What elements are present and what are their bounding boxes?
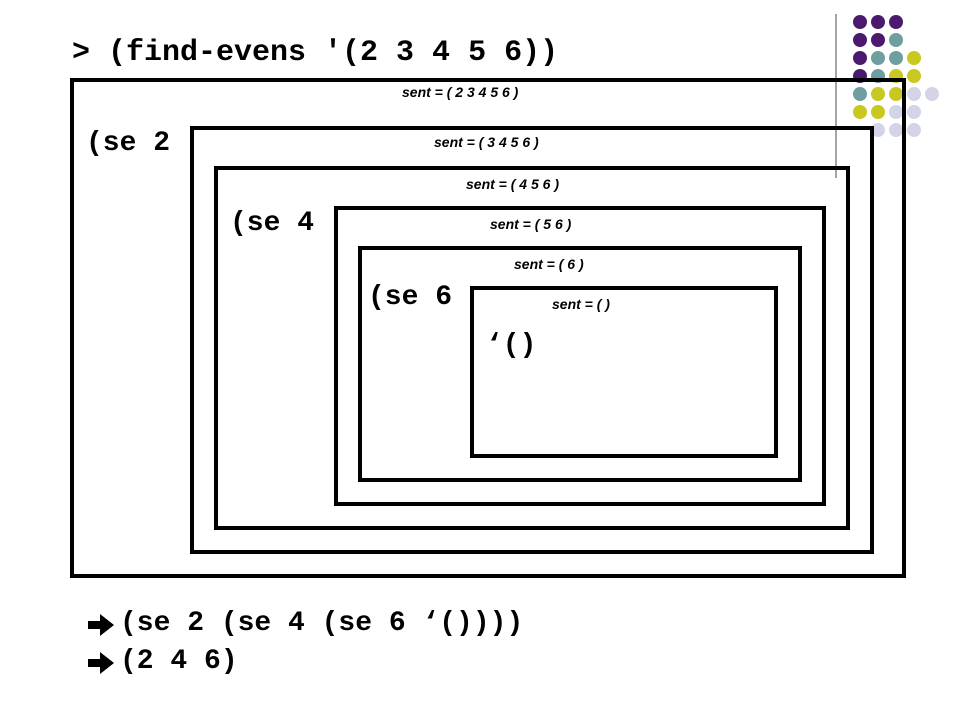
decorative-dot xyxy=(853,15,867,29)
frame-4-sent-label: sent = ( 5 6 ) xyxy=(490,216,572,232)
decorative-dot xyxy=(907,105,921,119)
frame-6-box xyxy=(470,286,778,458)
frame-3-sent-label: sent = ( 4 5 6 ) xyxy=(466,176,559,192)
frame-3-call: (se 4 xyxy=(230,208,315,239)
decorative-dot xyxy=(871,51,885,65)
frame-4-box xyxy=(334,206,826,506)
decorative-dot xyxy=(907,69,921,83)
frame-5-call: (se 6 xyxy=(368,282,453,313)
decorative-dot xyxy=(889,87,903,101)
frame-5-box xyxy=(358,246,802,482)
decorative-dot xyxy=(853,51,867,65)
decorative-dot xyxy=(907,87,921,101)
decorative-dot xyxy=(889,51,903,65)
decorative-dot xyxy=(871,33,885,47)
decorative-dot xyxy=(853,105,867,119)
frame-1-box xyxy=(70,78,906,578)
decorative-dot-grid xyxy=(835,14,939,178)
result-line-2: (2 4 6) xyxy=(120,646,238,677)
decorative-dot xyxy=(889,15,903,29)
decorative-dot xyxy=(889,105,903,119)
frame-2-box xyxy=(190,126,874,554)
frame-1-sent-label: sent = ( 2 3 4 5 6 ) xyxy=(402,84,519,100)
decorative-dot xyxy=(871,87,885,101)
decorative-dot xyxy=(925,87,939,101)
frame-5-sent-label: sent = ( 6 ) xyxy=(514,256,584,272)
decorative-dot xyxy=(871,123,885,137)
frame-2-sent-label: sent = ( 3 4 5 6 ) xyxy=(434,134,539,150)
decorative-dot xyxy=(853,87,867,101)
decorative-dot xyxy=(907,123,921,137)
right-arrow-icon xyxy=(88,652,114,674)
result-line-1: (se 2 (se 4 (se 6 ‘()))) xyxy=(120,608,524,639)
decorative-dot xyxy=(907,51,921,65)
frame-6-sent-label: sent = ( ) xyxy=(552,296,610,312)
decorative-dot xyxy=(853,33,867,47)
decorative-dot xyxy=(889,33,903,47)
decorative-dot xyxy=(871,15,885,29)
right-arrow-icon xyxy=(88,614,114,636)
page-title: > (find-evens '(2 3 4 5 6)) xyxy=(72,36,559,70)
decorative-dot xyxy=(889,123,903,137)
frame-6-call: ‘() xyxy=(486,330,537,361)
frame-3-box xyxy=(214,166,850,530)
decorative-dot xyxy=(871,105,885,119)
frame-1-call: (se 2 xyxy=(86,128,171,159)
